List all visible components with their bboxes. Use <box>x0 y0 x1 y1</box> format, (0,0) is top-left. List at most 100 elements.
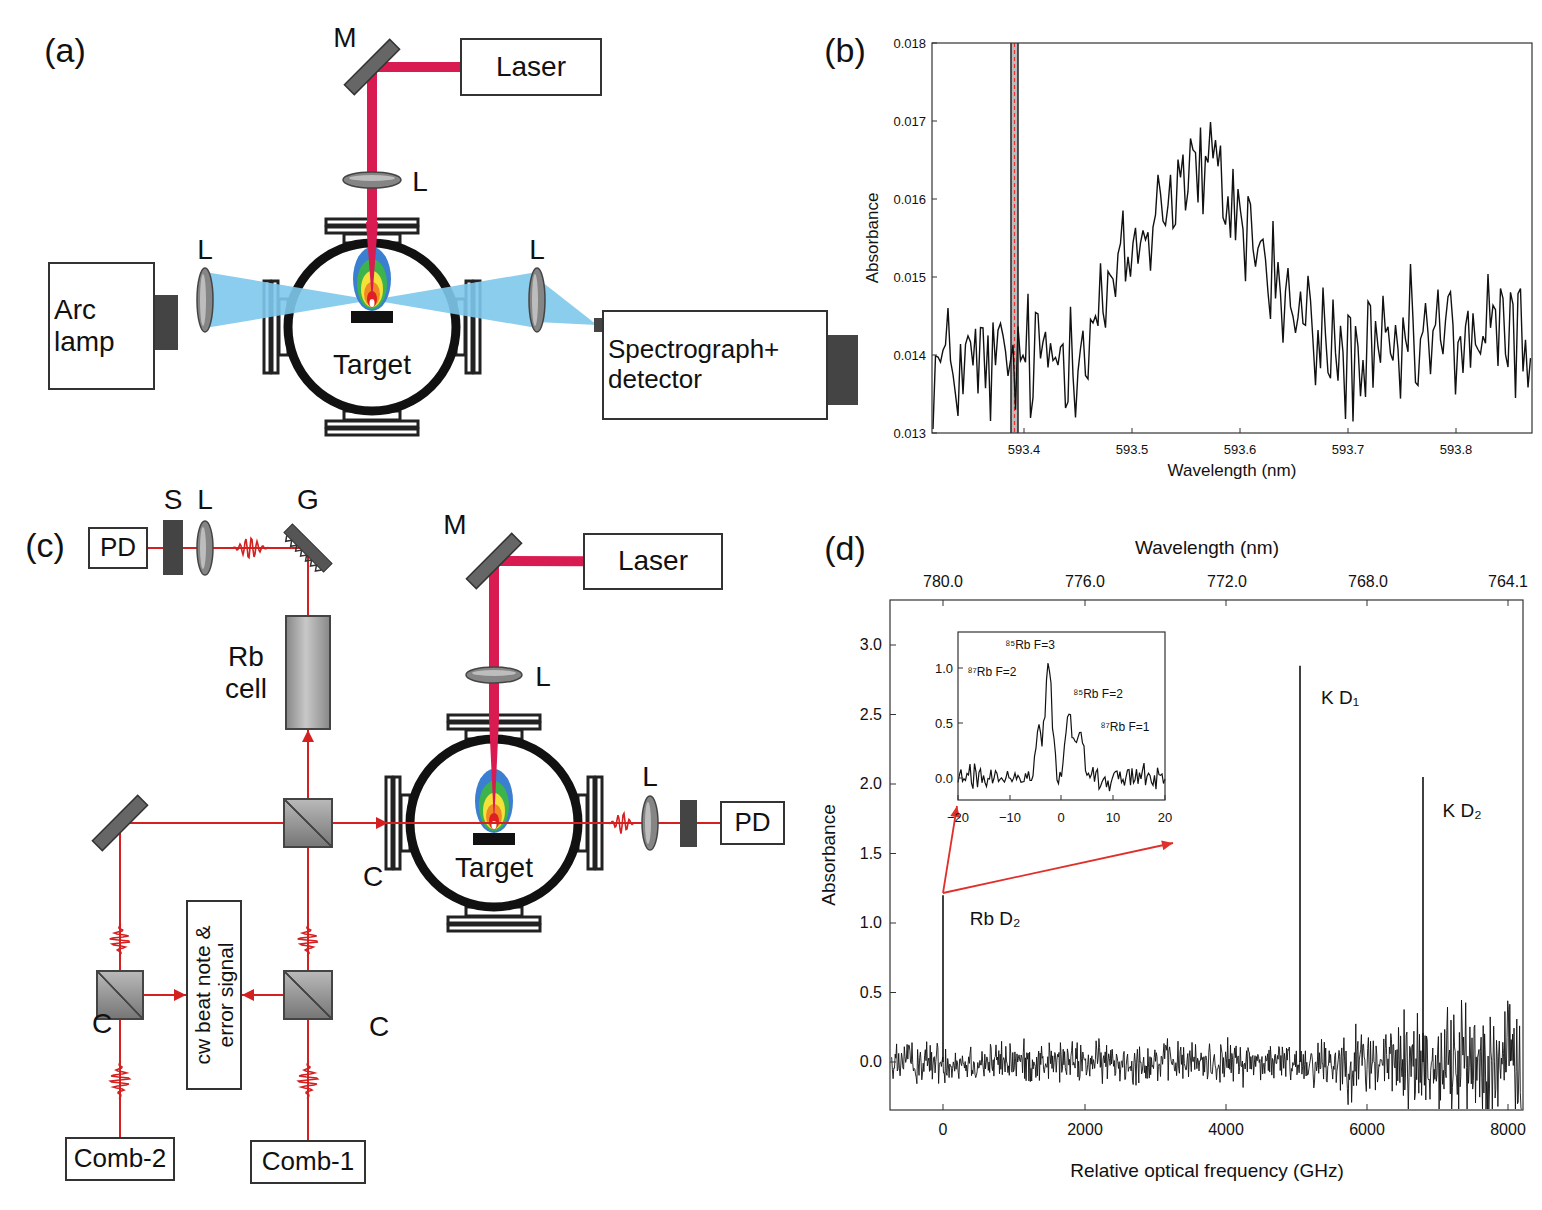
node-label: PD <box>734 808 770 838</box>
chart <box>890 43 1532 1110</box>
filter-block <box>680 800 697 847</box>
light-pulse <box>110 923 130 957</box>
part-label: M <box>443 511 466 539</box>
axis-label: 0.5 <box>935 717 953 730</box>
axis-label: 0 <box>1057 811 1064 824</box>
tick <box>958 778 963 779</box>
axis-label: 0.0 <box>860 1054 882 1070</box>
lens <box>642 796 658 850</box>
axis-label: ⁸⁵Rb F=3 <box>1005 639 1055 651</box>
lens-highlight <box>472 670 516 676</box>
light-pulse <box>230 538 270 557</box>
panel-letter: (d) <box>824 531 866 565</box>
tick <box>958 668 963 669</box>
axis-label: Wavelength (nm) <box>1135 538 1279 557</box>
detector-block <box>828 335 858 405</box>
part-label: L <box>535 663 551 691</box>
part-label: L <box>412 168 428 196</box>
arrow-head <box>174 989 186 1001</box>
axis-label: 20 <box>1158 811 1172 824</box>
vacuum-chamber: Target <box>388 718 600 928</box>
light-pulse <box>110 1060 129 1100</box>
light-pulse <box>608 813 636 833</box>
beam-path <box>600 823 720 824</box>
axis-label: 6000 <box>1349 1122 1385 1138</box>
beam-path <box>494 561 583 718</box>
beam-line <box>600 822 720 824</box>
axis-label: 768.0 <box>1348 574 1388 590</box>
tick <box>932 355 937 356</box>
device-box: Comb-2 <box>65 1137 175 1181</box>
tick <box>1348 428 1349 433</box>
part-label: L <box>197 486 213 514</box>
arrow-head <box>376 817 388 829</box>
tick <box>1508 600 1509 606</box>
axis-label: Wavelength (nm) <box>1168 462 1297 479</box>
tick <box>1226 1104 1227 1110</box>
axis-label: 4000 <box>1208 1122 1244 1138</box>
light-pulse <box>298 923 318 957</box>
light-cone <box>372 272 537 328</box>
arrow-head <box>302 730 314 742</box>
tick <box>1367 1104 1368 1110</box>
lens <box>197 521 213 575</box>
tick <box>890 645 896 646</box>
tick <box>890 853 896 854</box>
axis-label: K D₂ <box>1442 801 1481 820</box>
tick <box>932 43 937 44</box>
node-label: Laser <box>496 51 566 83</box>
lens <box>466 667 522 683</box>
device-box: Laser <box>583 533 723 590</box>
node-label: C <box>369 1011 389 1043</box>
part-label: M <box>333 24 356 52</box>
beam-line <box>372 67 460 222</box>
panel-letter: (b) <box>824 33 866 67</box>
lens <box>197 268 213 332</box>
beam-line <box>119 1020 121 1137</box>
device-box: PD <box>88 527 148 569</box>
plot-frame <box>932 43 1532 433</box>
focused-beam <box>489 718 499 824</box>
grating <box>284 524 332 572</box>
tick <box>890 784 896 785</box>
axis-label: ⁸⁷Rb F=2 <box>967 666 1016 678</box>
axis-label: 2.5 <box>860 707 882 723</box>
node-label: Target <box>333 349 411 381</box>
part-label: G <box>297 486 319 514</box>
focused-beam <box>366 222 378 302</box>
lens-highlight <box>200 527 206 569</box>
absorption-peak <box>942 895 944 1062</box>
axis-label: K D₁ <box>1321 688 1359 707</box>
axis-label: 2.0 <box>860 776 882 792</box>
axis-label: 593.5 <box>1116 443 1149 456</box>
device-box: Arc lamp <box>48 262 155 390</box>
tick <box>1456 428 1457 433</box>
tick <box>943 600 944 606</box>
tick <box>1132 428 1133 433</box>
tick <box>958 723 963 724</box>
mirror <box>92 795 147 850</box>
axis-label: 593.7 <box>1332 443 1365 456</box>
spectrum-line <box>933 122 1531 429</box>
probe-beam <box>388 822 600 824</box>
tick <box>890 714 896 715</box>
spectrum-line <box>891 1000 1522 1109</box>
axis-label: 764.1 <box>1488 574 1528 590</box>
lens-highlight <box>645 802 651 844</box>
tick <box>932 199 937 200</box>
part-label: L <box>642 763 658 791</box>
light-cone <box>537 278 597 325</box>
part-label: S <box>164 486 183 514</box>
vacuum-chamber <box>386 715 602 931</box>
inset-ground <box>924 628 1172 830</box>
lens <box>529 268 545 332</box>
node-label: PD <box>100 533 136 563</box>
axis-label: 0.0 <box>935 772 953 785</box>
tick <box>932 277 937 278</box>
vacuum-chamber: Target <box>266 222 478 432</box>
tick <box>1085 600 1086 606</box>
inset-line <box>958 663 1165 791</box>
tick <box>1165 795 1166 800</box>
axis-label: Absorbance <box>819 804 838 905</box>
tick <box>1113 795 1114 800</box>
